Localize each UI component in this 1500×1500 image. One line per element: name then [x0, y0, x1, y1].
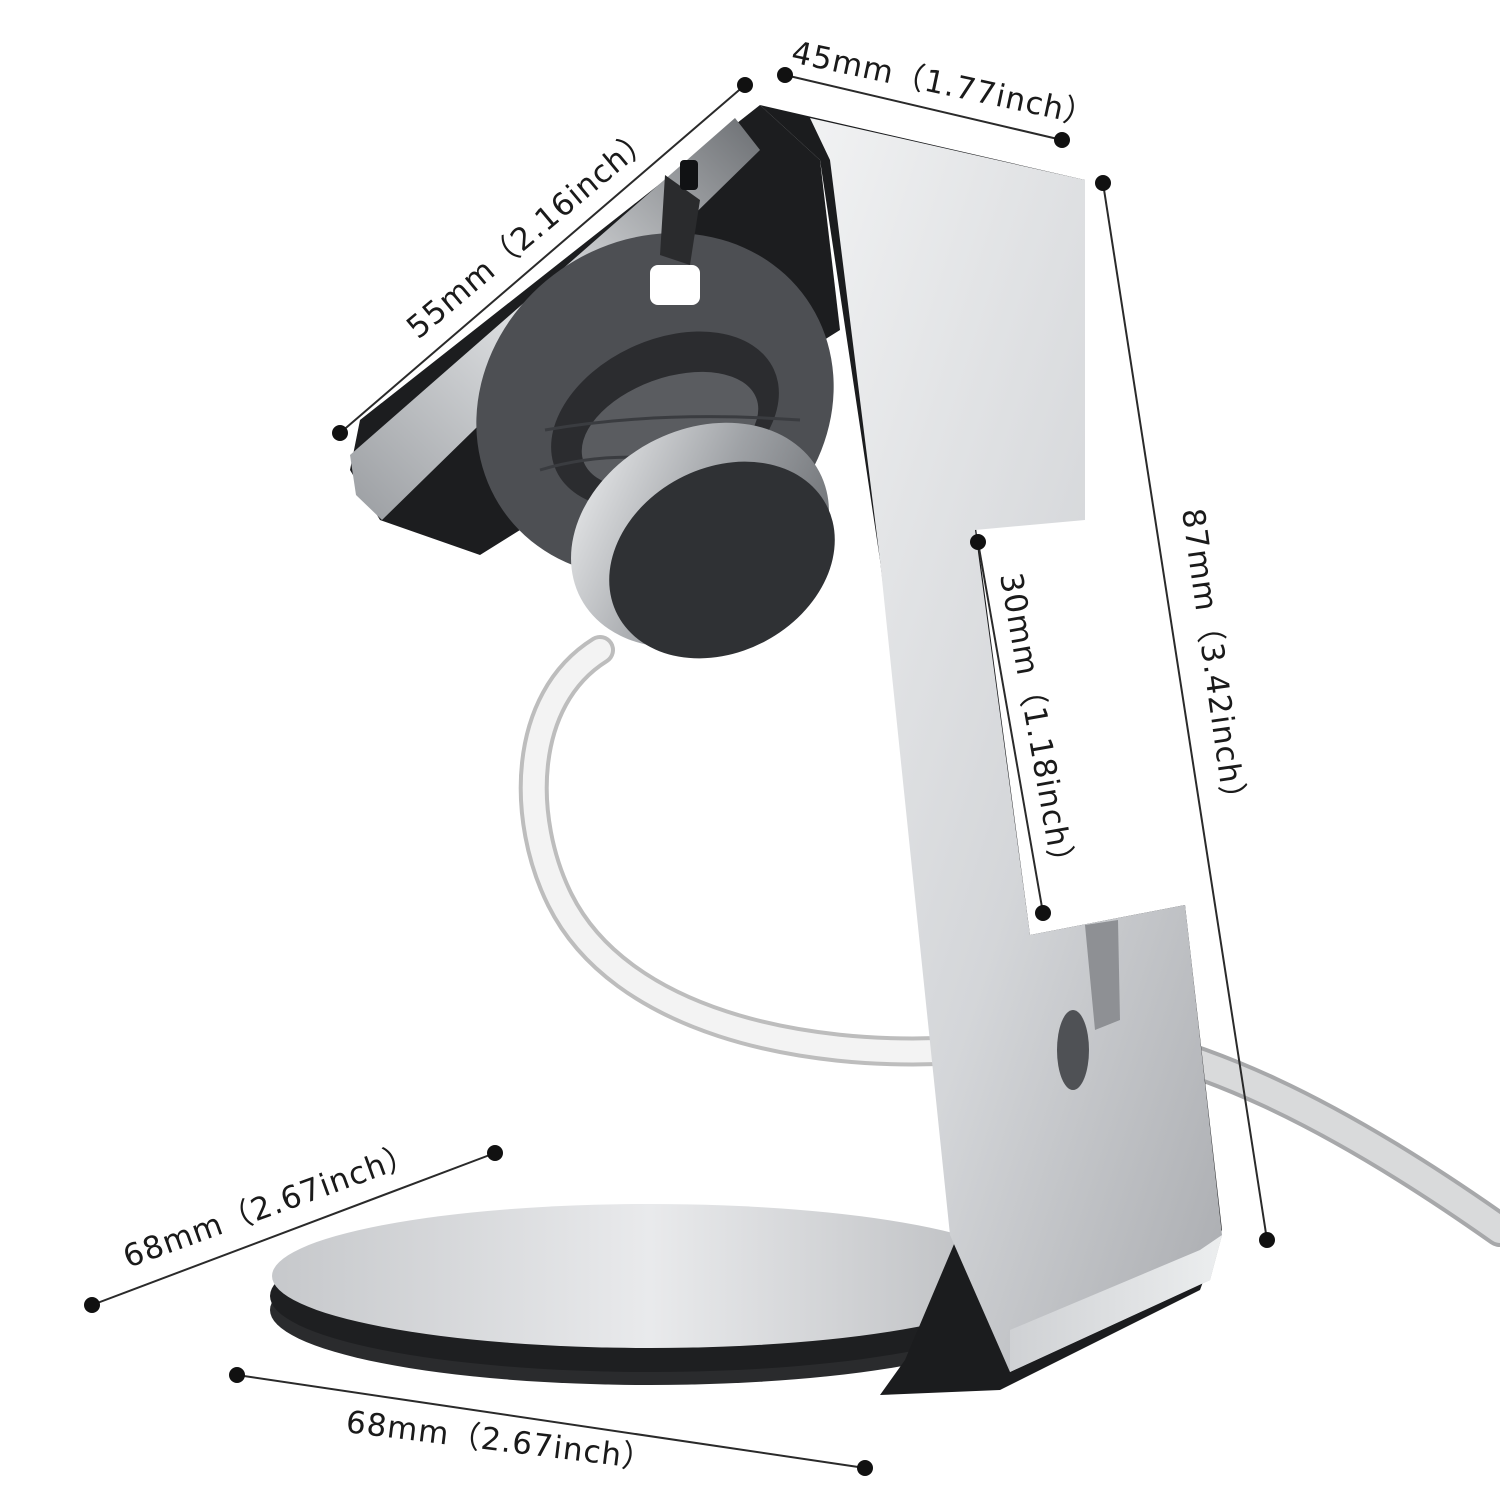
- charging-puck: [571, 422, 835, 659]
- stand-base: [270, 1204, 1030, 1385]
- charging-cable: [518, 635, 1500, 1247]
- base-width-label: 68mm（2.67inch）: [344, 1404, 656, 1477]
- stand-upright: [760, 105, 1222, 1395]
- connector-plug: [660, 160, 700, 265]
- watch-stand: [270, 105, 1500, 1395]
- height-label: 87mm（3.42inch）: [1174, 506, 1253, 818]
- cable-slot: [1057, 920, 1120, 1090]
- dimension-base-width: 68mm（2.67inch）: [229, 1367, 873, 1478]
- top-width-label: 45mm（1.77inch）: [788, 35, 1099, 135]
